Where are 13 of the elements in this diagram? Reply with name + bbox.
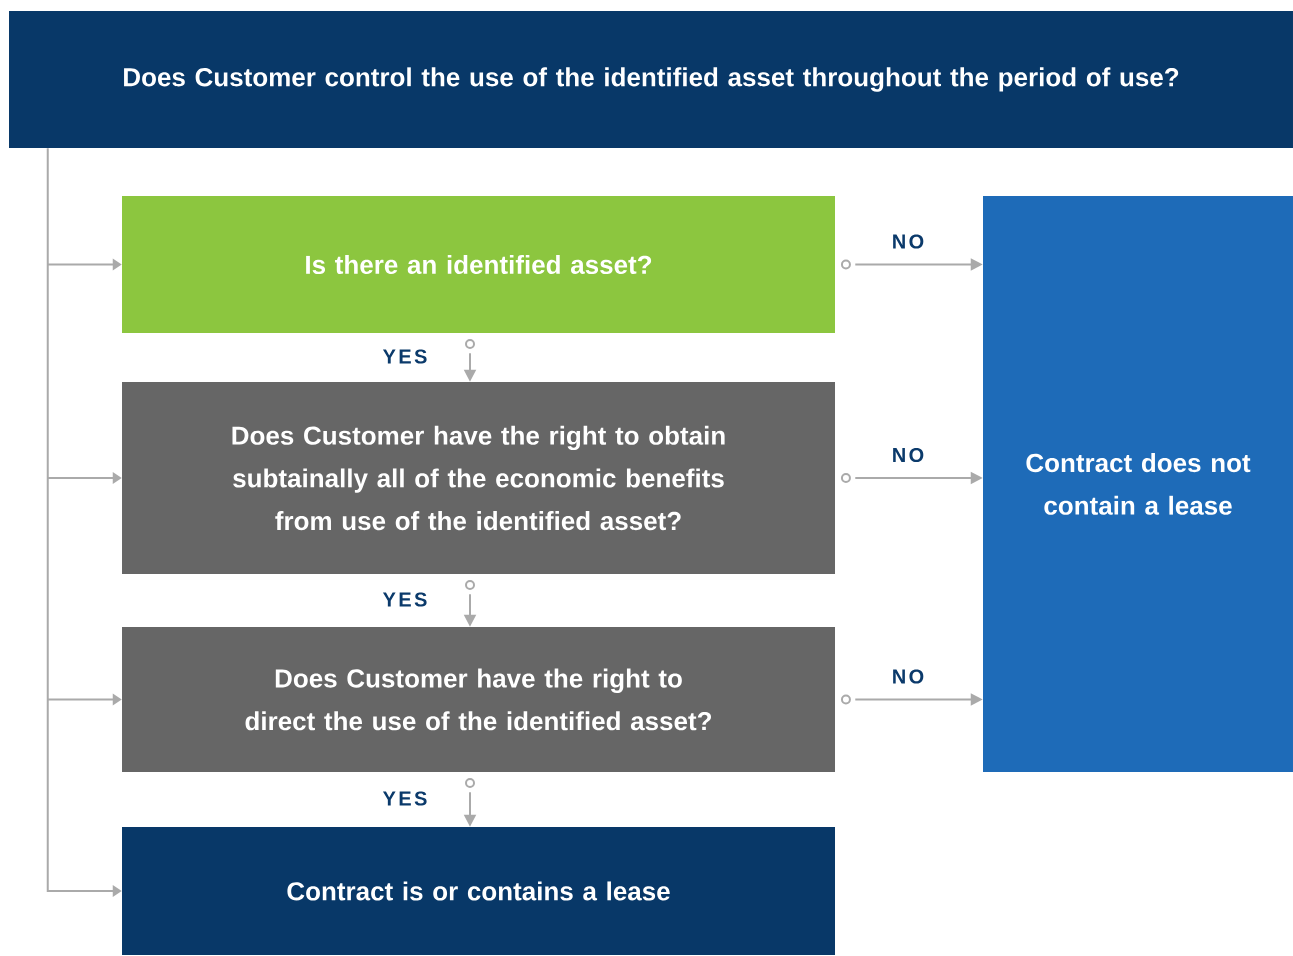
edge-label: YES — [382, 349, 427, 364]
decision-box: Is there an identified asset? — [122, 196, 835, 333]
edge-label: YES — [382, 791, 427, 806]
question-banner: Does Customer control the use of the identified asset throughout the period of use? — [9, 11, 1293, 148]
result-box: Contract does not contain a lease — [983, 196, 1293, 772]
result-box: Contract is or contains a lease — [122, 827, 835, 955]
edge-label: NO — [893, 669, 924, 684]
edge-label: NO — [893, 234, 924, 249]
edge-label: YES — [382, 592, 427, 607]
edge-label: NO — [893, 447, 924, 463]
decision-box: Does Customer have the right to direct the use of the identified asset? — [122, 627, 835, 772]
decision-box: Does Customer have the right to obtain subtainally all of the economic benefits from use of the identified asset? — [122, 382, 835, 574]
arrow — [112, 258, 122, 897]
